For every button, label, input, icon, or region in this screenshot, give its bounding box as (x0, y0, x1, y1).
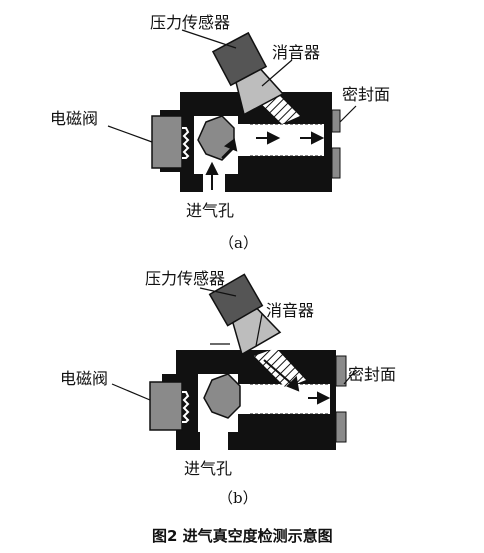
diagram-a: 压力传感器 消音器 电磁阀 密封面 进气孔 （a） (50, 13, 390, 252)
seal-plate (331, 147, 341, 179)
sublabel-b: （b） (218, 489, 258, 507)
sublabel-a: （a） (219, 234, 258, 252)
diagram-b: 压力传感器 消音器 电磁阀 密封面 进气孔 （b） (60, 269, 396, 507)
label-silencer: 消音器 (266, 301, 314, 320)
figure-caption: 图2 进气真空度检测示意图 (152, 527, 333, 545)
label-sealing-surface: 密封面 (342, 85, 390, 104)
silencer-hatch (254, 348, 306, 388)
label-silencer: 消音器 (272, 43, 320, 62)
leader-lines (107, 29, 357, 143)
pressure-sensor (208, 273, 282, 356)
seal-plate (335, 355, 347, 387)
label-sealing-surface: 密封面 (348, 365, 396, 384)
spring (182, 127, 190, 159)
seal-plate (335, 411, 347, 443)
pressure-sensor (211, 31, 285, 116)
label-solenoid-valve: 电磁阀 (50, 109, 98, 128)
label-pressure-sensor: 压力传感器 (150, 13, 230, 32)
flow-arrows (263, 359, 331, 405)
flow-arrows (205, 131, 325, 190)
spring (182, 391, 190, 423)
air-channel (232, 124, 324, 156)
label-air-inlet: 进气孔 (184, 459, 232, 478)
solenoid-valve (149, 381, 183, 431)
valve-plug (203, 373, 241, 419)
solenoid-valve (151, 115, 183, 169)
leader-lines (111, 287, 357, 401)
label-solenoid-valve: 电磁阀 (60, 369, 108, 388)
label-air-inlet: 进气孔 (186, 201, 234, 220)
air-inlet-opening (200, 420, 228, 450)
label-pressure-sensor: 压力传感器 (145, 269, 225, 288)
valve-plug (197, 115, 235, 161)
seal-plate (331, 109, 341, 133)
